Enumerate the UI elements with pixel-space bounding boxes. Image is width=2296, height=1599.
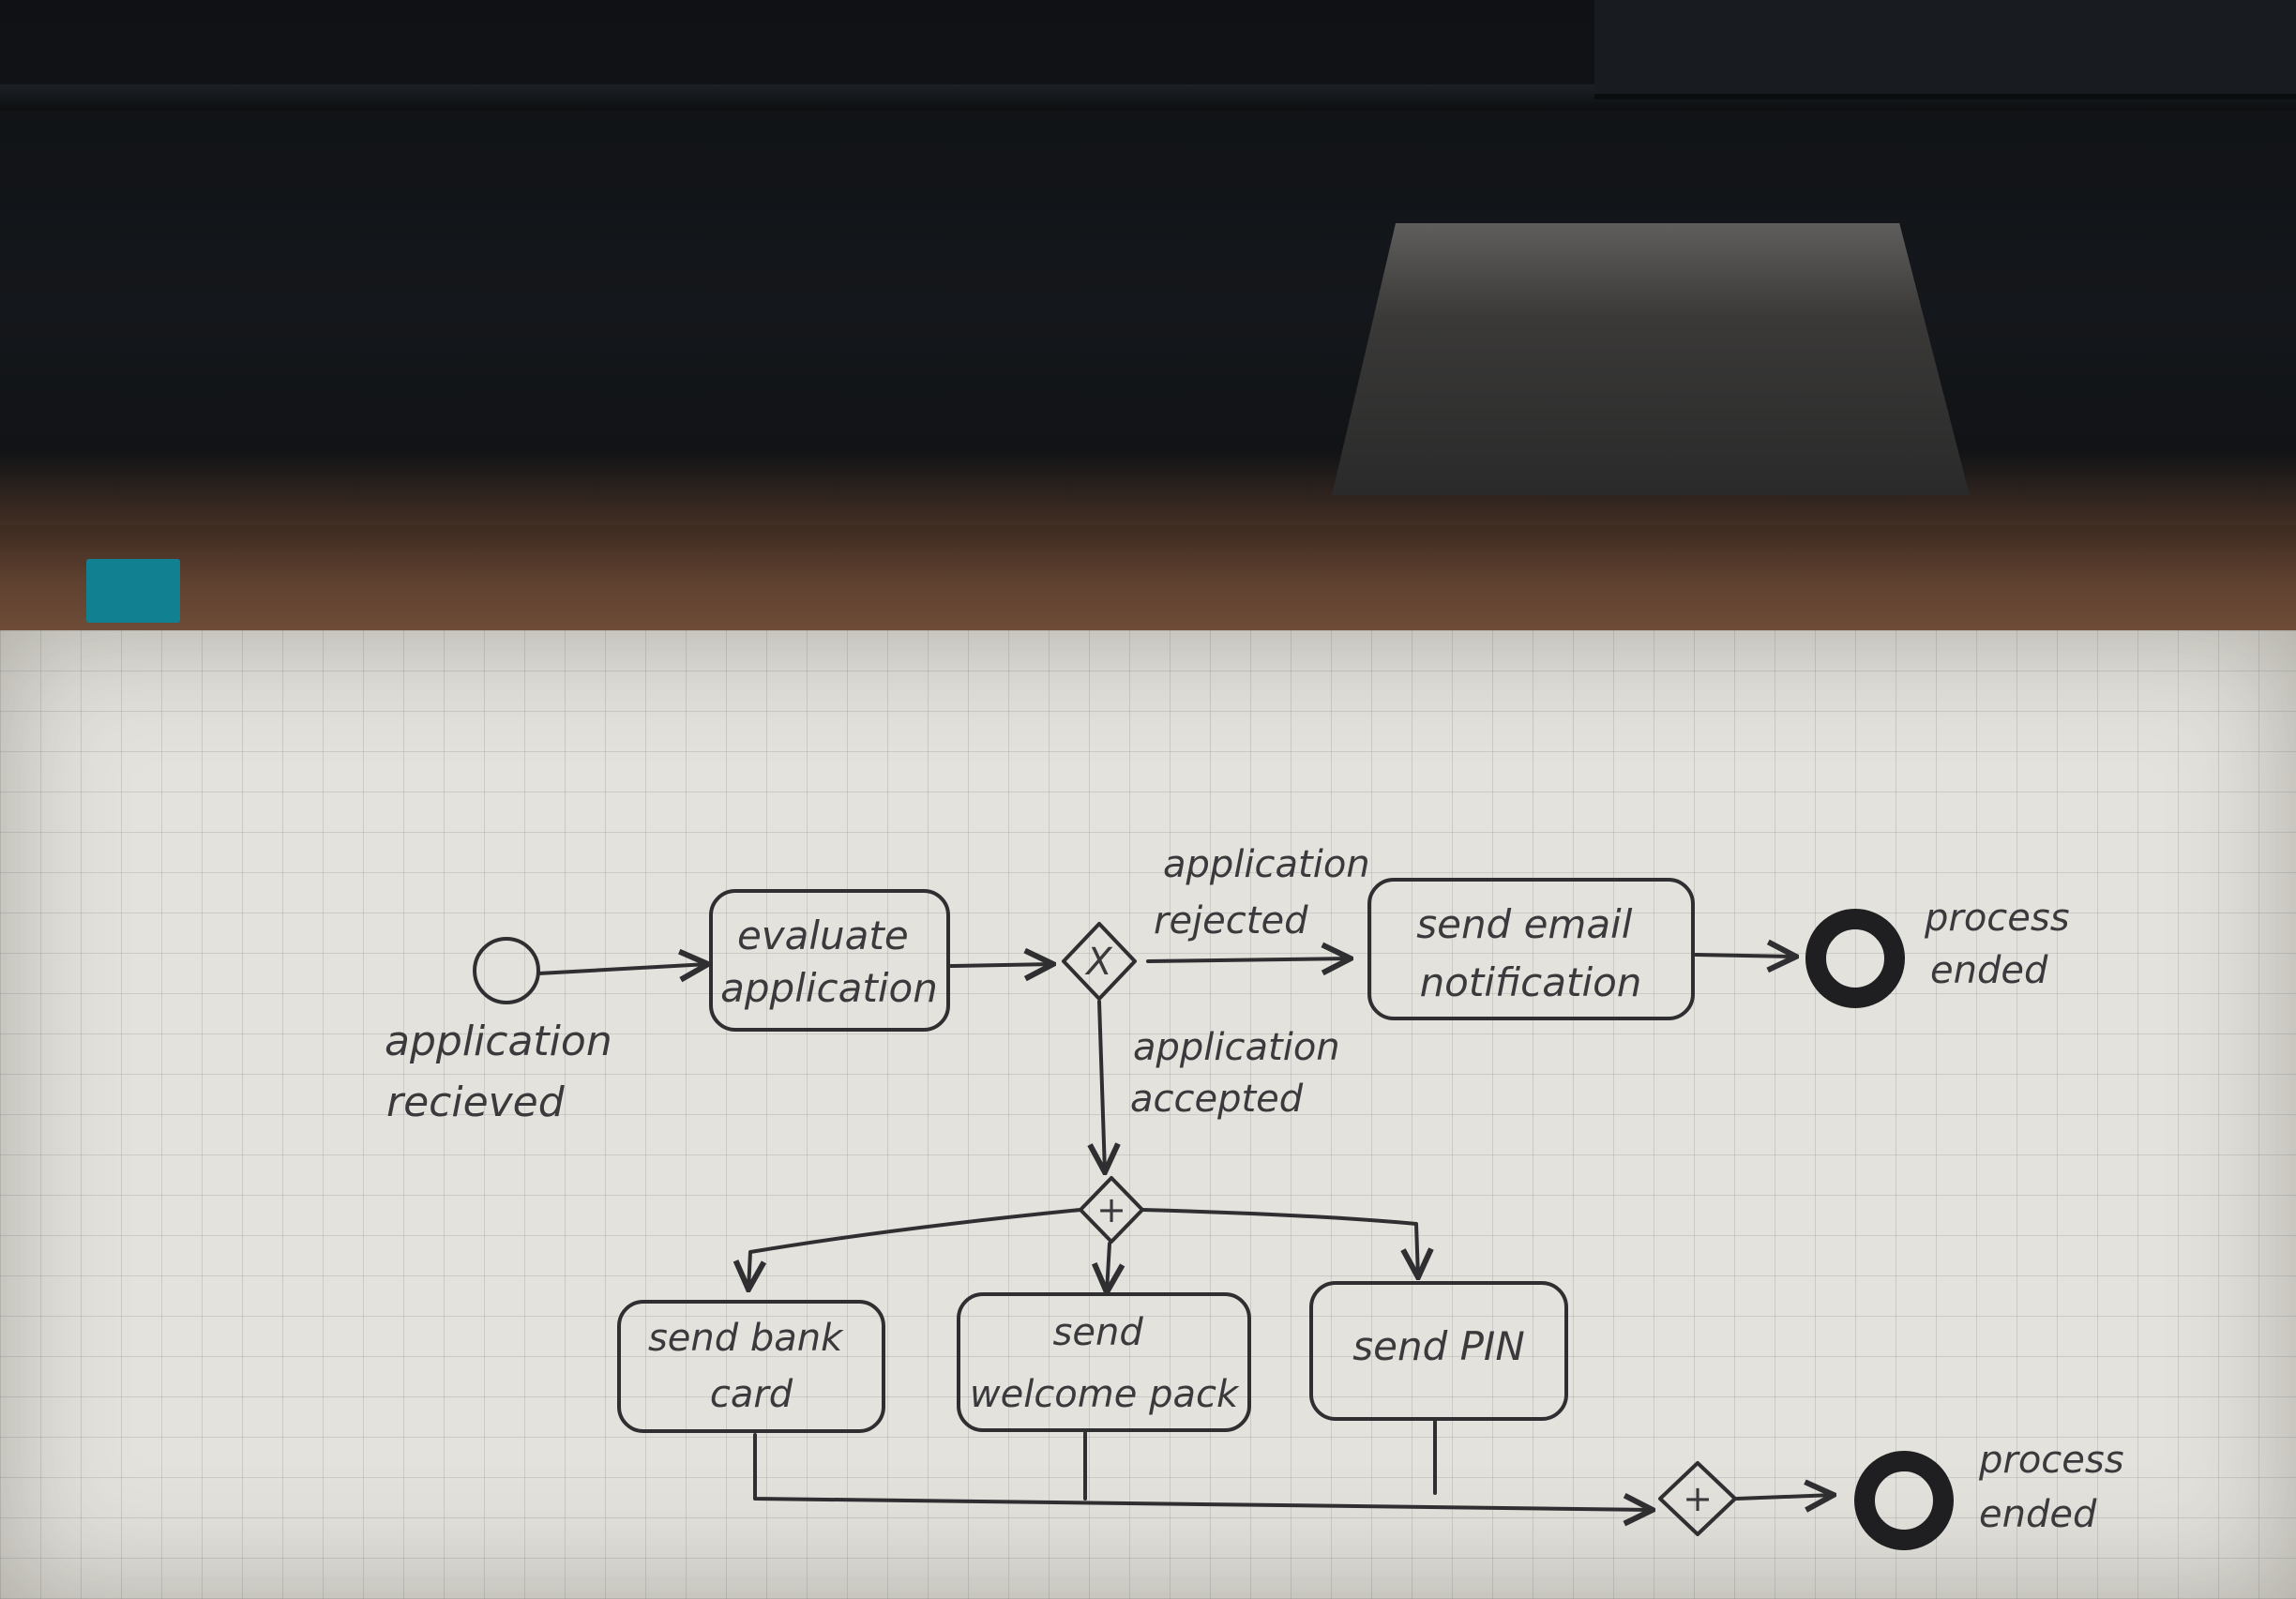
exclusive-gateway: X	[1062, 922, 1137, 1001]
end-event-accepted-circle	[1854, 1451, 1954, 1550]
exclusive-gateway-diamond	[1062, 922, 1137, 1001]
task-send-bank-card: send bank card	[617, 1300, 885, 1433]
end-event-accepted-label: process ended	[1978, 1439, 2136, 1536]
grid-paper	[0, 630, 2296, 1599]
flow-email-to-end	[1694, 955, 1796, 957]
keyboard-background	[0, 0, 2296, 563]
exclusive-gateway-symbol: X	[1084, 941, 1113, 984]
parallel-split-gateway: +	[1079, 1176, 1144, 1244]
end-event-rejected-circle	[1805, 909, 1905, 1008]
task-send-welcome-pack-label: send welcome pack	[970, 1311, 1240, 1416]
wooden-desk	[0, 525, 2296, 638]
keyboard-keys	[1594, 0, 2296, 99]
start-event-label: application recieved	[385, 1018, 626, 1126]
start-event: application recieved	[385, 937, 626, 1126]
task-send-email-label: send email notification	[1416, 901, 1645, 1005]
end-event-accepted: process ended	[1854, 1439, 2136, 1550]
task-send-email-box	[1367, 878, 1695, 1020]
task-send-bank-card-box	[617, 1300, 885, 1433]
parallel-join-symbol: +	[1683, 1478, 1713, 1519]
parallel-split-diamond	[1079, 1176, 1144, 1244]
parallel-join-diamond	[1658, 1461, 1737, 1536]
task-send-bank-card-label: send bank card	[648, 1317, 854, 1416]
flow-evaluate-to-decision	[949, 964, 1053, 966]
parallel-join-gateway: +	[1658, 1461, 1737, 1536]
flow-label-rejected: application rejected	[1154, 843, 1382, 943]
task-evaluate-application: evaluate application	[709, 889, 950, 1032]
start-event-circle	[473, 937, 540, 1004]
flow-label-accepted: application accepted	[1130, 1026, 1352, 1121]
task-evaluate-label: evaluate application	[720, 913, 938, 1011]
flow-to-join	[753, 1433, 1653, 1510]
flow-split-to-welcome-pack	[1107, 1242, 1110, 1292]
task-send-email-notification: send email notification	[1367, 878, 1695, 1020]
flow-start-to-evaluate	[536, 964, 708, 973]
task-evaluate-box	[709, 889, 950, 1032]
flow-split-to-pin	[1140, 1208, 1418, 1277]
flow-split-to-bank-card	[748, 1208, 1082, 1290]
keyboard-foot	[1332, 223, 1970, 495]
task-send-pin-label: send PIN	[1352, 1323, 1524, 1369]
flow-rejected	[1146, 958, 1351, 961]
task-send-welcome-pack-box	[957, 1292, 1251, 1432]
end-event-rejected-label: process ended	[1924, 897, 2081, 992]
parallel-split-symbol: +	[1096, 1189, 1126, 1230]
flow-join-to-end	[1735, 1495, 1834, 1499]
task-send-pin-box	[1309, 1281, 1568, 1421]
end-event-rejected: process ended	[1805, 897, 2081, 1008]
task-send-pin: send PIN	[1309, 1281, 1568, 1421]
task-send-welcome-pack: send welcome pack	[957, 1292, 1251, 1432]
sticky-note	[86, 559, 180, 623]
flow-accepted	[1099, 1000, 1105, 1172]
